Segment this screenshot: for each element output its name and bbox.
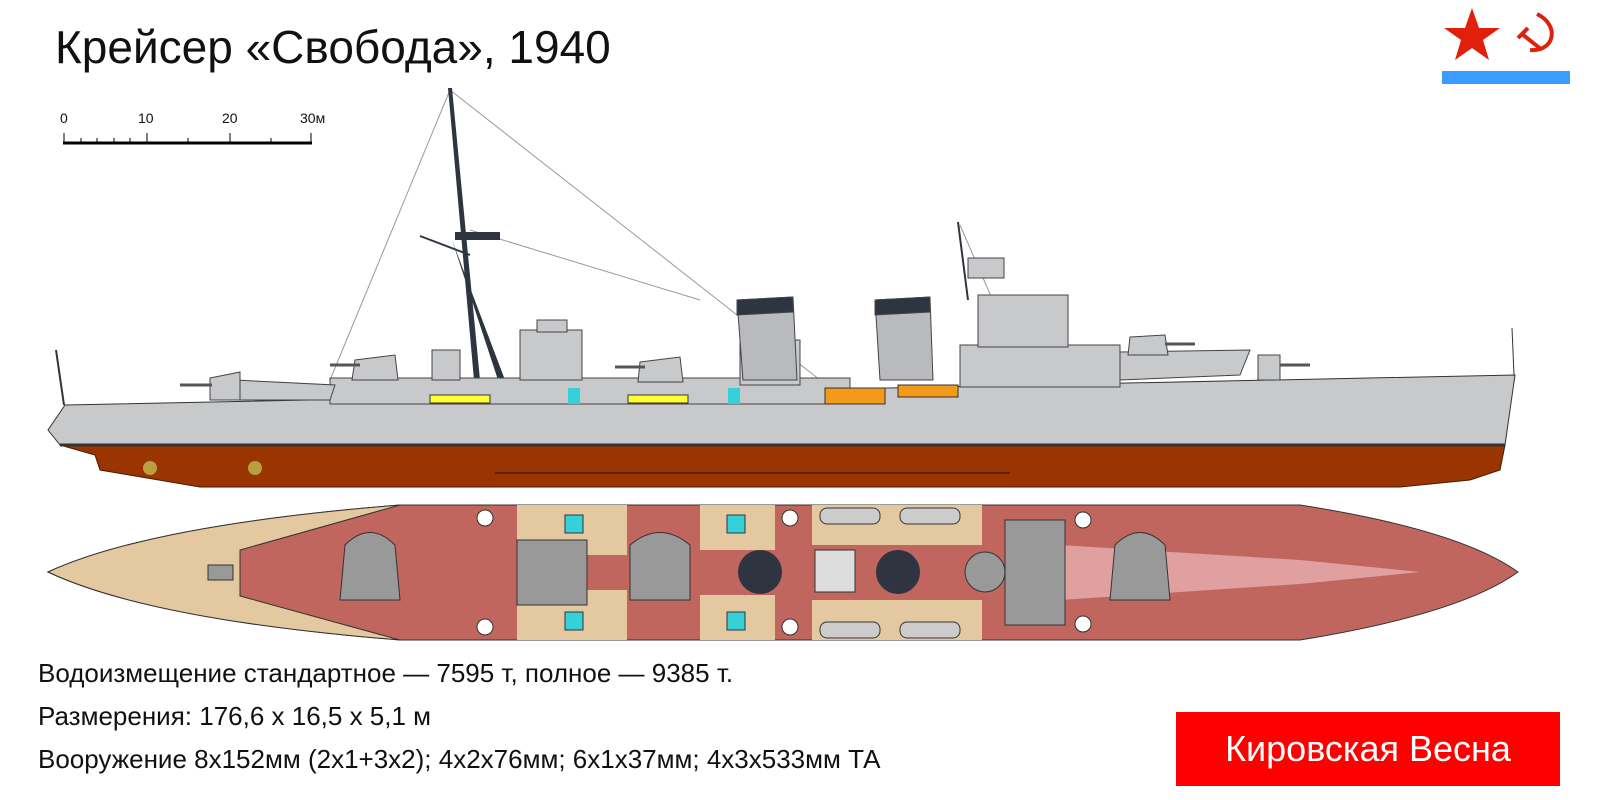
scale-label-10: 10 <box>138 110 154 126</box>
lifeboat <box>897 384 959 398</box>
funnel-top <box>876 550 920 594</box>
lifeboat <box>824 387 886 405</box>
page-title: Крейсер «Свобода», 1940 <box>55 21 611 73</box>
spec-dimensions: Размерения: 176,6 x 16,5 x 5,1 м <box>38 701 432 731</box>
hull-underwater <box>59 444 1506 488</box>
funnel-top <box>738 550 782 594</box>
side-profile <box>47 88 1516 488</box>
spec-armament: Вооружение 8x152мм (2x1+3x2); 4x2x76мм; … <box>38 744 881 774</box>
scale-label-0: 0 <box>60 110 68 126</box>
spec-displacement: Водоизмещение стандартное — 7595 т, полн… <box>38 658 734 688</box>
scale-label-20: 20 <box>222 110 238 126</box>
specifications: Водоизмещение стандартное — 7595 т, полн… <box>38 652 880 781</box>
source-badge: Кировская Весна <box>1176 712 1560 786</box>
red-star-icon <box>1444 8 1500 60</box>
blue-stripe <box>1442 71 1570 84</box>
scale-ruler <box>63 133 312 145</box>
naval-ensign <box>1442 8 1570 84</box>
scale-label-30: 30м <box>300 110 326 126</box>
hammer-sickle-icon <box>1516 12 1554 53</box>
deck-plan <box>46 504 1519 641</box>
scale-bar: 0 10 20 30м <box>60 110 325 150</box>
